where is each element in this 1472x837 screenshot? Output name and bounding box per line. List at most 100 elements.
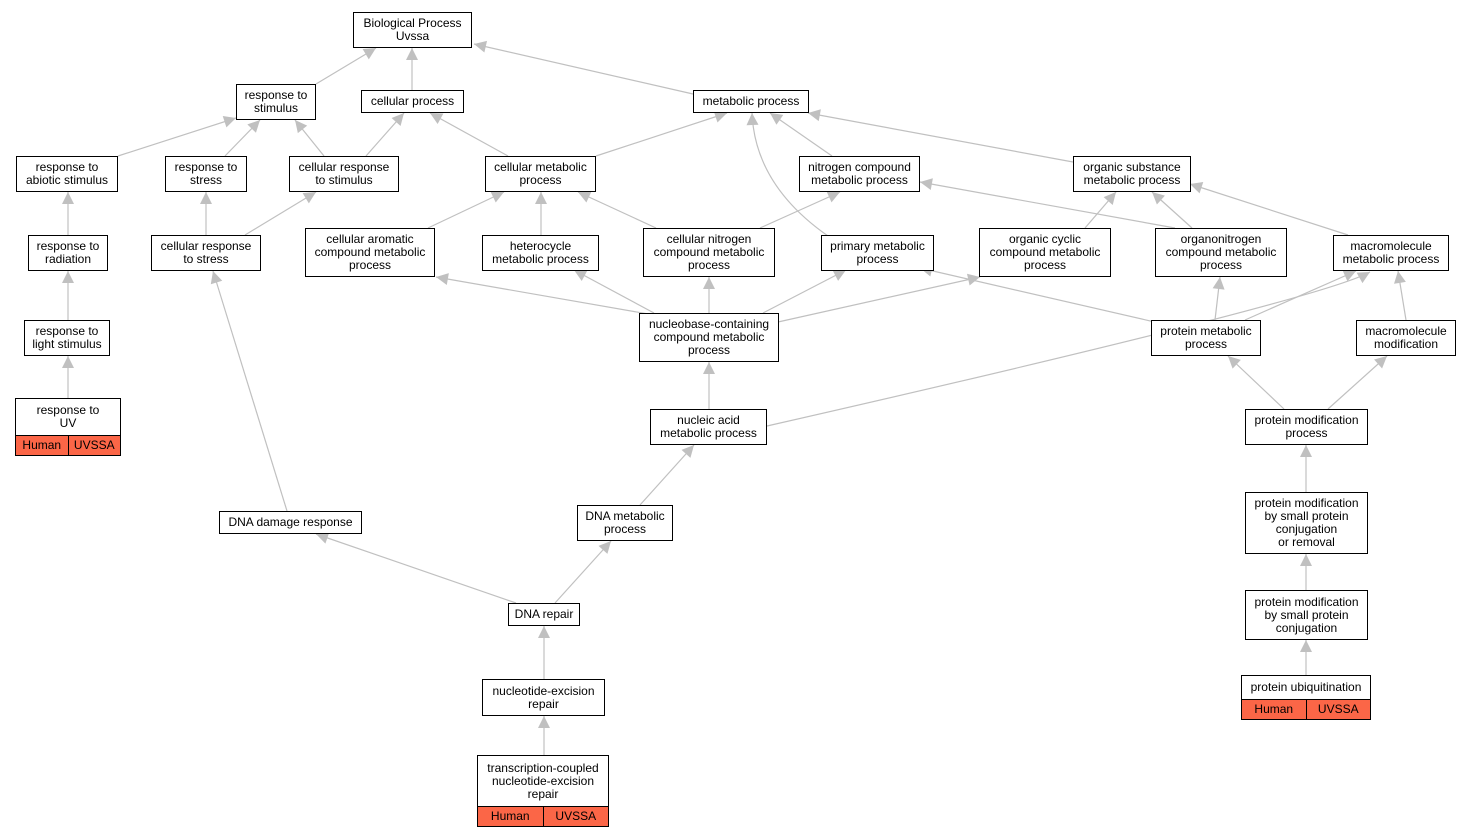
annotation-gene: UVSSA (542, 807, 609, 826)
node-label: organic substance metabolic process (1083, 160, 1181, 187)
node-label: organic cyclic compound metabolic proces… (989, 232, 1101, 272)
edge-arrowhead (1103, 192, 1116, 206)
edge-arrowhead (302, 192, 316, 204)
node-transcription-coupled-nucleotide-excision-repair[interactable]: transcription-coupled nucleotide-excisio… (477, 755, 609, 827)
edge-arrowhead (490, 191, 504, 203)
node-cellular-nitrogen-compound-metabolic-process[interactable]: cellular nitrogen compound metabolic pro… (643, 228, 775, 277)
node-dna-repair[interactable]: DNA repair (508, 603, 580, 626)
node-label: cellular nitrogen compound metabolic pro… (653, 232, 765, 272)
node-response-to-stress[interactable]: response to stress (165, 156, 247, 192)
edge-arrowhead (703, 277, 715, 289)
edge-arrowhead (406, 48, 418, 60)
edge-arrowhead (62, 356, 74, 368)
annotation-species: Human (22, 438, 62, 452)
edge-arrowhead (1300, 554, 1312, 566)
edge-line (1327, 355, 1388, 410)
edge-arrowhead (62, 271, 74, 283)
node-nucleobase-containing-compound-metabolic-process[interactable]: nucleobase-containing compound metabolic… (639, 313, 779, 362)
edge-arrowhead (210, 271, 223, 285)
edge-arrowhead (538, 626, 550, 638)
edge-arrowhead (1356, 272, 1370, 284)
node-macromolecule-metabolic-process[interactable]: macromolecule metabolic process (1333, 235, 1449, 271)
node-dna-metabolic-process[interactable]: DNA metabolic process (577, 505, 673, 541)
node-dna-damage-response[interactable]: DNA damage response (219, 511, 362, 534)
edge-arrowhead (1374, 356, 1387, 369)
edge-line (212, 270, 288, 512)
edge-line (759, 191, 841, 229)
node-organic-cyclic-compound-metabolic-process[interactable]: organic cyclic compound metabolic proces… (979, 228, 1111, 277)
node-response-to-abiotic-stimulus[interactable]: response to abiotic stimulus (16, 156, 118, 192)
edge-arrowhead (535, 192, 547, 204)
node-label: response to radiation (36, 239, 100, 266)
edge-line (577, 191, 657, 229)
edge-arrowhead (1300, 640, 1312, 652)
node-label: DNA repair (514, 607, 574, 621)
edge-arrowhead (1228, 356, 1241, 369)
node-protein-modification-process[interactable]: protein modification process (1245, 409, 1368, 445)
node-protein-metabolic-process[interactable]: protein metabolic process (1151, 320, 1261, 356)
node-label: nitrogen compound metabolic process (808, 160, 911, 187)
edge-arrowhead (1152, 192, 1165, 205)
edge-arrowhead (474, 40, 488, 53)
node-nitrogen-compound-metabolic-process[interactable]: nitrogen compound metabolic process (799, 156, 920, 192)
annotation-gene: UVSSA (67, 436, 121, 455)
edge-arrowhead (598, 541, 611, 554)
node-label: nucleic acid metabolic process (660, 413, 757, 440)
node-label: organonitrogen compound metabolic proces… (1165, 232, 1277, 272)
node-response-to-light-stimulus[interactable]: response to light stimulus (24, 320, 110, 356)
edge-arrowhead (436, 273, 449, 285)
node-heterocycle-metabolic-process[interactable]: heterocycle metabolic process (482, 235, 599, 271)
node-cellular-aromatic-compound-metabolic-process[interactable]: cellular aromatic compound metabolic pro… (305, 228, 435, 277)
edge-arrowhead (430, 113, 444, 125)
edge-arrowhead (681, 445, 694, 458)
edge-line (427, 191, 505, 229)
edge-arrowhead (222, 115, 236, 128)
node-nucleotide-excision-repair[interactable]: nucleotide-excision repair (482, 679, 605, 716)
node-cellular-response-to-stress[interactable]: cellular response to stress (151, 235, 261, 271)
edge-arrowhead (1190, 181, 1204, 194)
node-label: nucleotide-excision repair (492, 683, 595, 711)
node-response-to-radiation[interactable]: response to radiation (28, 235, 108, 271)
annotation-species: Human (1254, 702, 1294, 716)
edge-line (554, 540, 612, 604)
node-cellular-response-to-stimulus[interactable]: cellular response to stimulus (289, 156, 399, 192)
node-label: cellular metabolic process (494, 160, 587, 187)
edge-line (595, 112, 728, 157)
node-cellular-process[interactable]: cellular process (361, 90, 464, 113)
node-protein-modification-by-small-protein-conjugation[interactable]: protein modification by small protein co… (1245, 590, 1368, 640)
edge-arrowhead (703, 362, 715, 374)
node-response-to-stimulus[interactable]: response to stimulus (236, 84, 316, 120)
edge-arrowhead (1212, 277, 1225, 290)
edge-arrowhead (578, 191, 592, 203)
edge-arrowhead (746, 113, 759, 126)
edge-line (573, 269, 655, 314)
node-protein-modification-by-small-protein-conjugation-or-removal[interactable]: protein modification by small protein co… (1245, 492, 1368, 554)
node-organic-substance-metabolic-process[interactable]: organic substance metabolic process (1073, 156, 1191, 192)
node-label: cellular response to stimulus (298, 160, 390, 187)
edge-arrowhead (574, 270, 588, 281)
node-label: response to stimulus (244, 88, 308, 115)
node-biological-process-root[interactable]: Biological Process Uvssa (353, 12, 472, 48)
node-label: cellular response to stress (160, 239, 252, 266)
edge-line (429, 112, 509, 157)
node-metabolic-process[interactable]: metabolic process (693, 90, 809, 113)
edge-line (919, 181, 1176, 229)
edge-line (766, 271, 1371, 427)
edge-arrowhead (920, 178, 933, 191)
node-label: response to light stimulus (32, 324, 102, 351)
node-macromolecule-modification[interactable]: macromolecule modification (1356, 320, 1456, 356)
edge-line (639, 444, 695, 506)
edge-arrowhead (832, 270, 846, 281)
edge-line (244, 191, 317, 236)
edge-arrowhead (1394, 271, 1406, 284)
node-organonitrogen-compound-metabolic-process[interactable]: organonitrogen compound metabolic proces… (1155, 228, 1287, 277)
node-primary-metabolic-process[interactable]: primary metabolic process (821, 235, 934, 271)
node-nucleic-acid-metabolic-process[interactable]: nucleic acid metabolic process (650, 409, 767, 445)
node-cellular-metabolic-process[interactable]: cellular metabolic process (485, 156, 596, 192)
node-label: primary metabolic process (830, 239, 925, 266)
